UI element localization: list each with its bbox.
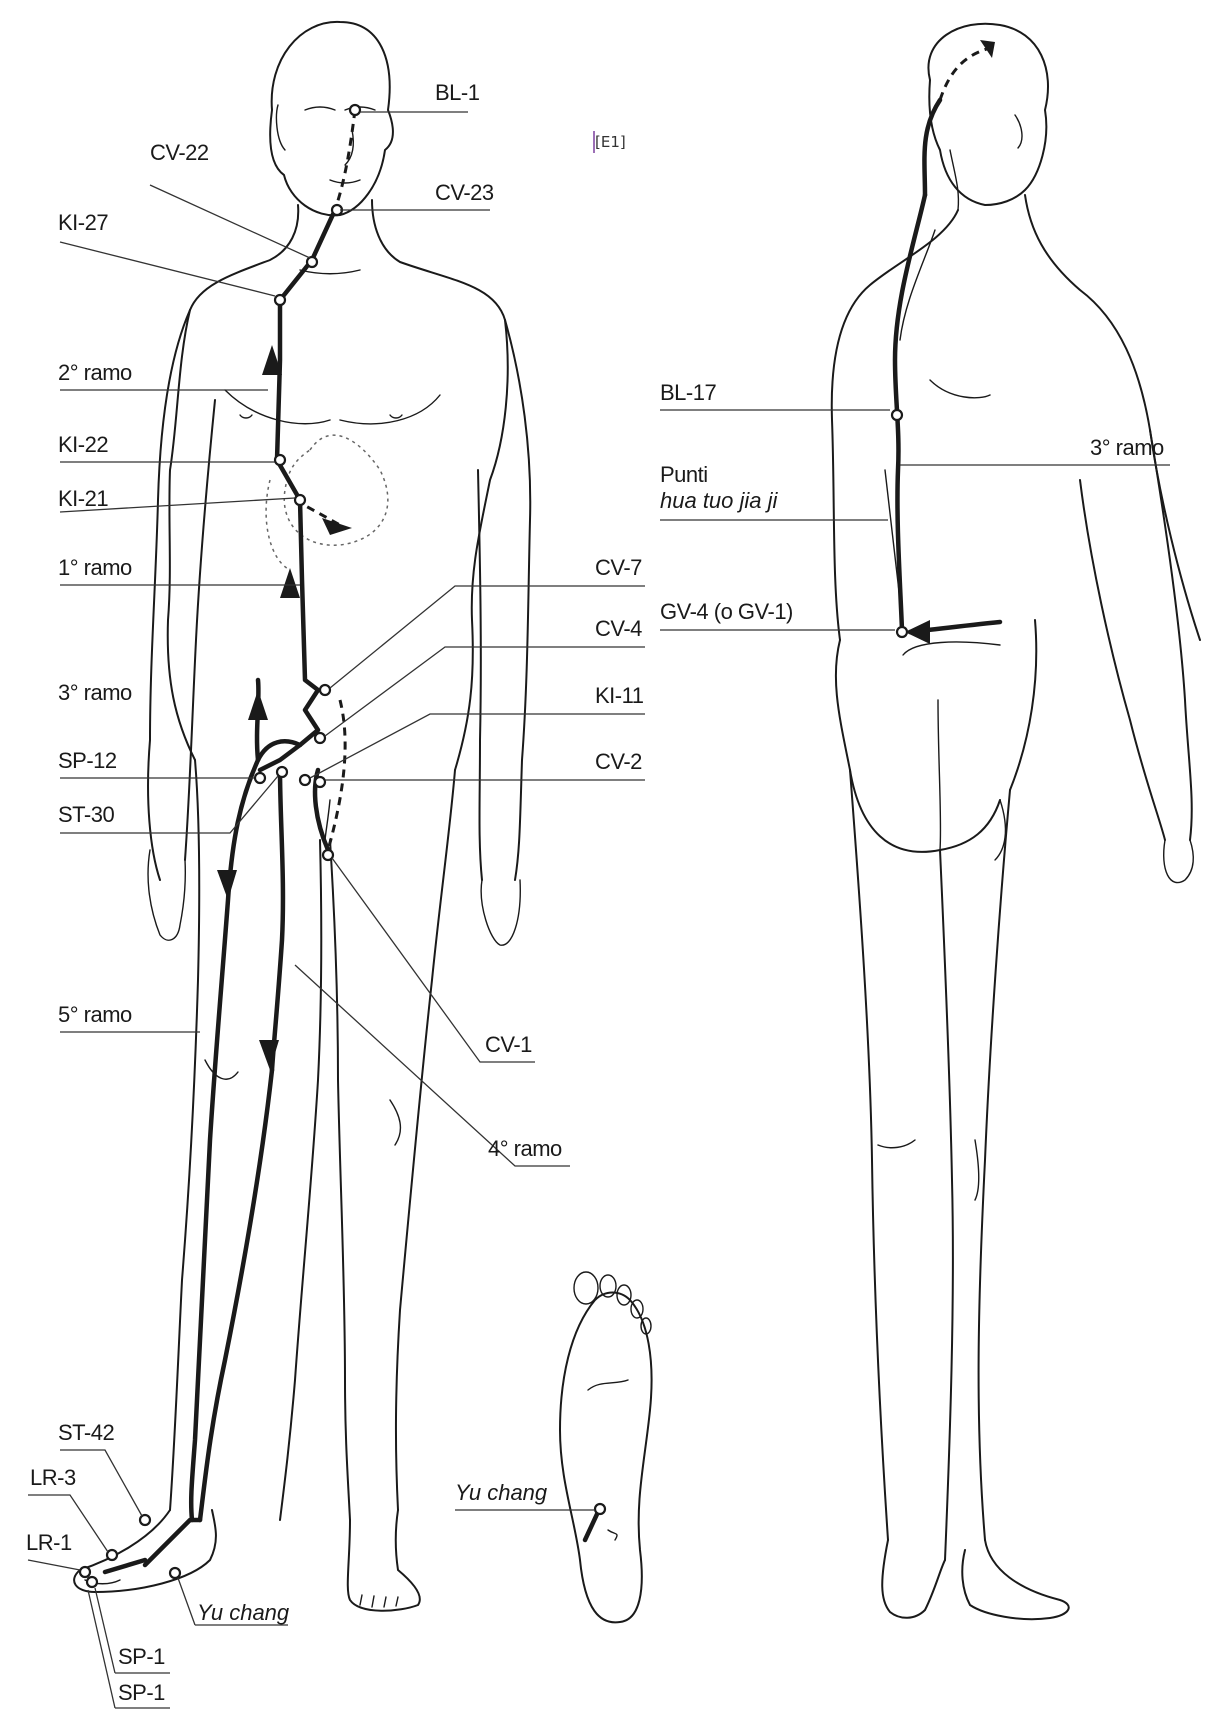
point-bl1 — [350, 105, 360, 115]
point-cv4 — [315, 733, 325, 743]
front-leader-lines — [28, 112, 645, 1708]
label-ramo2: 2° ramo — [58, 360, 132, 385]
label-cv22: CV-22 — [150, 140, 209, 165]
point-yu-chang-sole — [595, 1504, 605, 1514]
front-figure — [74, 22, 530, 1611]
label-yu-chang-leg: Yu chang — [197, 1600, 290, 1625]
front-arrows — [217, 345, 352, 1070]
point-sp1 — [87, 1577, 97, 1587]
point-lr1 — [80, 1567, 90, 1577]
editor-mark-text: [E1] — [595, 133, 626, 151]
label-cv2: CV-2 — [595, 749, 642, 774]
point-ki11 — [300, 775, 310, 785]
point-st42 — [140, 1515, 150, 1525]
label-ramo3-back: 3° ramo — [1090, 435, 1164, 460]
front-channel-paths — [105, 110, 355, 1572]
label-punti: Punti — [660, 462, 708, 487]
point-cv7 — [320, 685, 330, 695]
point-st30 — [277, 767, 287, 777]
label-sp12: SP-12 — [58, 748, 117, 773]
point-lr3 — [107, 1550, 117, 1560]
front-labels: BL-1 CV-22 CV-23 KI-27 2° ramo KI-22 KI-… — [26, 80, 644, 1705]
label-lr3: LR-3 — [30, 1465, 76, 1490]
label-st42: ST-42 — [58, 1420, 114, 1445]
front-acupoints — [80, 105, 360, 1587]
point-cv2 — [315, 777, 325, 787]
label-hua-tuo-jia-ji: hua tuo jia ji — [660, 488, 779, 513]
label-ki11: KI-11 — [595, 683, 644, 708]
label-cv1: CV-1 — [485, 1032, 532, 1057]
label-sp1-a: SP-1 — [118, 1644, 165, 1669]
label-ki22: KI-22 — [58, 432, 108, 457]
point-cv22 — [307, 257, 317, 267]
label-bl1: BL-1 — [435, 80, 480, 105]
label-cv23: CV-23 — [435, 180, 494, 205]
label-cv4: CV-4 — [595, 616, 642, 641]
editor-mark: [E1] — [594, 131, 626, 153]
point-yu-chang-leg — [170, 1568, 180, 1578]
label-ramo1: 1° ramo — [58, 555, 132, 580]
label-ramo3-front: 3° ramo — [58, 680, 132, 705]
label-ki27: KI-27 — [58, 210, 108, 235]
label-ki21: KI-21 — [58, 486, 108, 511]
sole-figure: Yu chang — [455, 1272, 652, 1622]
label-sp1-b: SP-1 — [118, 1680, 165, 1705]
label-st30: ST-30 — [58, 802, 114, 827]
label-gv4: GV-4 (o GV-1) — [660, 599, 793, 624]
point-ki22 — [275, 455, 285, 465]
label-ramo5: 5° ramo — [58, 1002, 132, 1027]
back-labels: BL-17 3° ramo Punti hua tuo jia ji GV-4 … — [660, 380, 1164, 624]
point-ki27 — [275, 295, 285, 305]
label-ramo4: 4° ramo — [488, 1136, 562, 1161]
back-channel-paths — [885, 40, 1000, 644]
label-bl17: BL-17 — [660, 380, 716, 405]
point-gv4 — [897, 627, 907, 637]
point-bl17 — [892, 410, 902, 420]
label-yu-chang-sole: Yu chang — [455, 1480, 548, 1505]
point-cv1 — [323, 850, 333, 860]
label-lr1: LR-1 — [26, 1530, 72, 1555]
back-figure — [832, 24, 1200, 1619]
label-cv7: CV-7 — [595, 555, 642, 580]
point-ki21 — [295, 495, 305, 505]
point-sp12 — [255, 773, 265, 783]
